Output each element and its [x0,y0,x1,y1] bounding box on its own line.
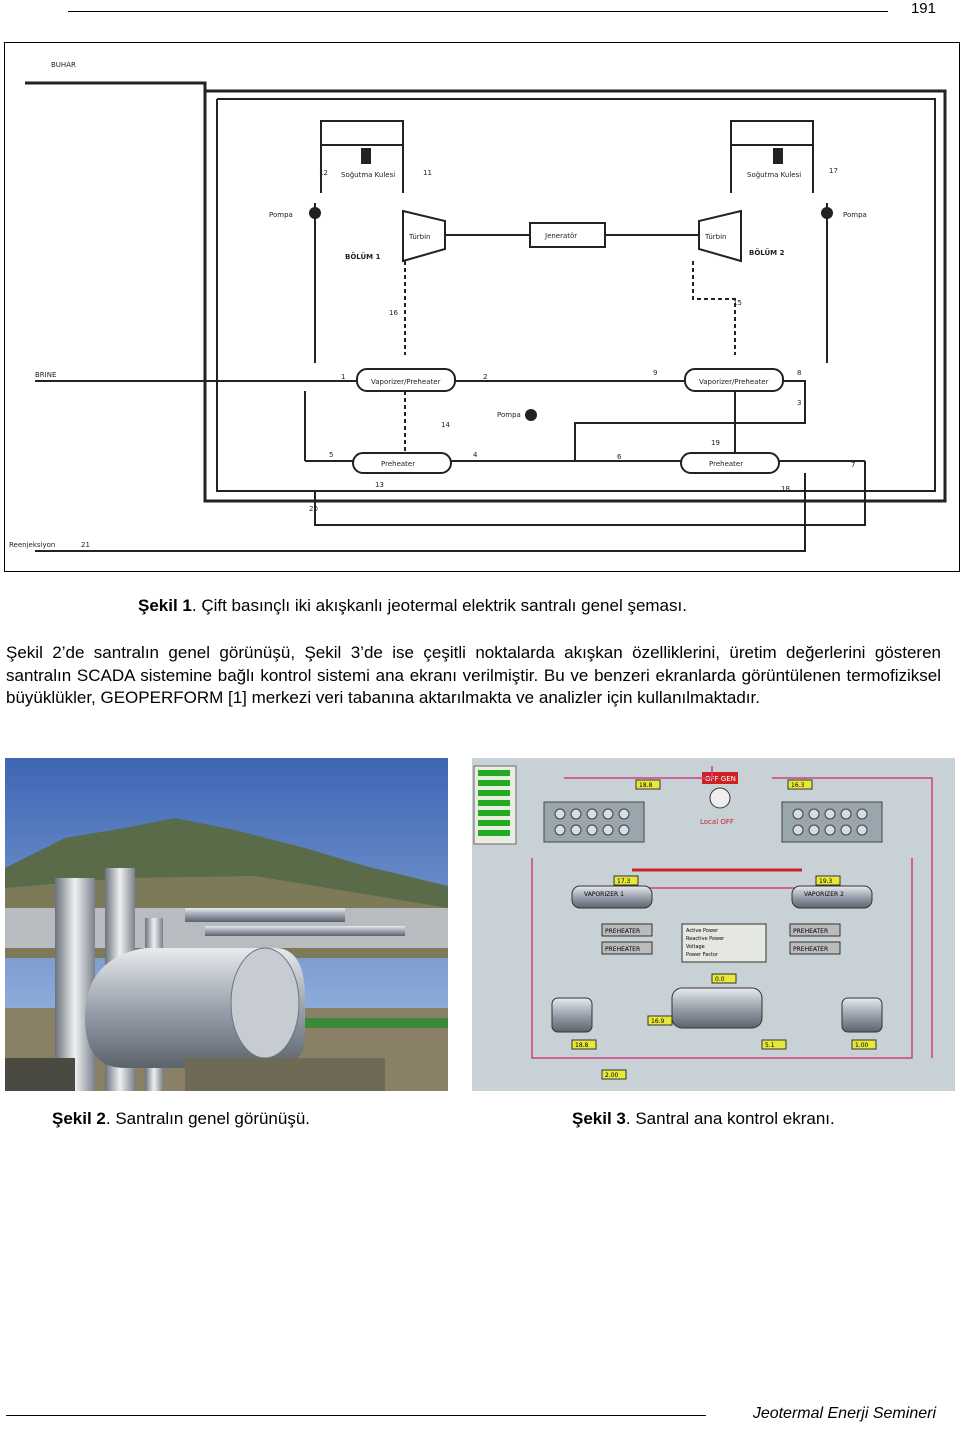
scada-preheater-4: PREHEATER [793,946,828,953]
figure3-caption: Şekil 3. Santral ana kontrol ekranı. [572,1109,835,1128]
scada-reading-4: 19.3 [819,878,833,885]
num-16: 16 [389,309,398,317]
num-2: 2 [483,373,487,381]
num-1: 1 [341,373,345,381]
scada-reading-3: 17.3 [617,878,631,885]
scada-reading-7: 5.1 [765,1042,775,1049]
scada-reading-8: 0.0 [715,976,725,983]
scada-reading-9: 1.00 [855,1042,869,1049]
label-preheater-right: Preheater [709,460,743,468]
scada-reading-5: 18.8 [575,1042,589,1049]
scada-preheater-3: PREHEATER [793,928,828,935]
scada-reading-2: 16.3 [791,782,805,789]
footer-rule [6,1415,706,1416]
num-11: 11 [423,169,432,177]
label-generator: Jeneratör [544,232,577,240]
body-paragraph: Şekil 2’de santralın genel görünüşü, Şek… [6,643,941,708]
label-preheater-left: Preheater [381,460,415,468]
scada-preheater-1: PREHEATER [605,928,640,935]
num-14: 14 [441,421,450,429]
label-cooler-right: Soğutma Kulesi [747,171,801,179]
label-section-1: BÖLÜM 1 [345,252,381,261]
scada-preheater-2: PREHEATER [605,946,640,953]
scada-gen-status: OFF GEN [705,775,736,783]
num-17: 17 [829,167,838,175]
num-6: 6 [617,453,622,461]
num-3: 3 [797,399,801,407]
label-cooler-left: Soğutma Kulesi [341,171,395,179]
num-19: 19 [711,439,720,447]
footer-text: Jeotermal Enerji Semineri [752,1405,936,1422]
scada-vaporizer-right: VAPORIZER 2 [804,891,844,898]
figure1-caption: Şekil 1. Çift basınçlı iki akışkanlı jeo… [138,596,687,615]
scada-vaporizer-left: VAPORIZER 1 [584,891,624,898]
label-pump-left: Pompa [269,211,293,219]
num-4: 4 [473,451,478,459]
num-15: 15 [733,299,742,307]
label-turbine-left: Türbin [408,233,430,241]
num-12: 12 [319,169,328,177]
num-18: 18 [781,485,790,493]
num-5: 5 [329,451,333,459]
page-number: 191 [910,0,936,17]
label-pump-right: Pompa [843,211,867,219]
label-reinjection: Reenjeksiyon [9,541,55,549]
figure3-scada-screen: OFF GEN Local OFF VAPORIZER 1 VAPORIZER … [472,758,955,1091]
scada-info-reactive: Reactive Power [686,936,725,942]
scada-reading-10: 2.00 [605,1072,619,1079]
scada-reading-6: 16.9 [651,1018,665,1025]
num-7: 7 [851,461,855,469]
header-rule [68,11,888,12]
plant-schematic: BUHAR Soğutma Kulesi Soğutma Kulesi Pomp… [9,61,947,552]
figure2-photo [5,758,448,1091]
label-pump-mid: Pompa [497,411,521,419]
scada-info-pf: Power Factor [686,952,719,958]
scada-local-off: Local OFF [700,818,734,826]
figure2-caption: Şekil 2. Santralın genel görünüşü. [52,1109,311,1128]
num-9: 9 [653,369,657,377]
figure1-diagram: BUHAR Soğutma Kulesi Soğutma Kulesi Pomp… [4,42,960,572]
num-13: 13 [375,481,384,489]
label-turbine-right: Türbin [704,233,726,241]
label-vaporizer-left: Vaporizer/Preheater [371,378,441,386]
scada-reading-1: 18.8 [639,782,653,789]
label-steam: BUHAR [51,61,76,69]
label-vaporizer-right: Vaporizer/Preheater [699,378,769,386]
num-21: 21 [81,541,90,549]
num-20: 20 [309,505,318,513]
label-brine: BRINE [35,371,56,379]
label-section-2: BÖLÜM 2 [749,248,785,257]
scada-info-active: Active Power [686,928,719,934]
num-8: 8 [797,369,801,377]
scada-info-voltage: Voltage [686,944,705,950]
